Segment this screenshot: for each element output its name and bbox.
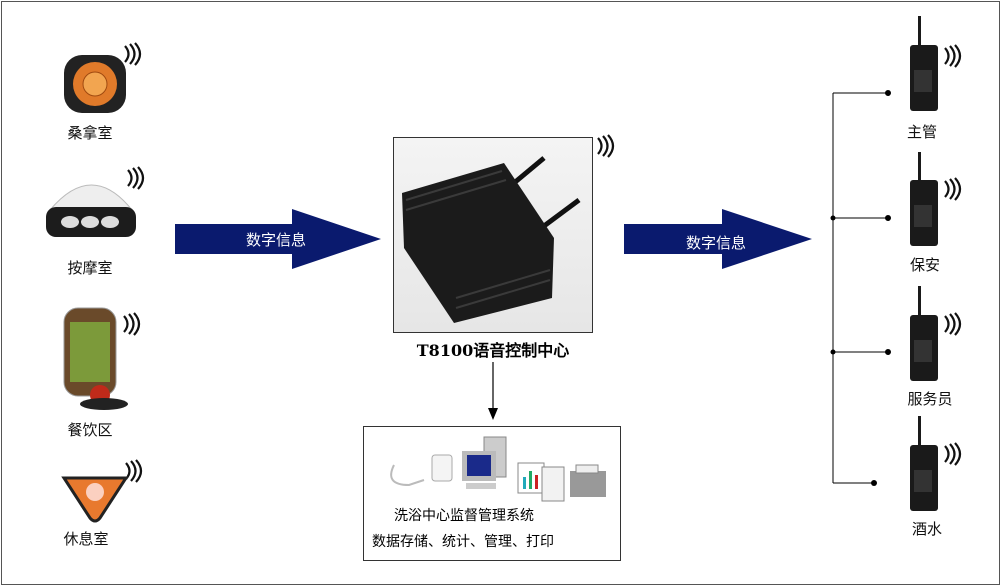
menu-stand-icon-dining (63, 307, 128, 410)
computer-system-icons (390, 436, 606, 502)
arrow-left (175, 209, 381, 269)
arrow-right-label: 数字信息 (686, 234, 747, 252)
management-system-box: 洗浴中心监督管理系统 数据存储、统计、管理、打印 (363, 426, 621, 561)
arrow-down (488, 408, 498, 420)
receiver-label: 保安 (909, 256, 941, 274)
system-name: 洗浴中心监督管理系统 (394, 508, 534, 524)
walkie-talkie-icons (910, 16, 938, 511)
branch-lines (833, 92, 888, 484)
hub-title: T8100语音控制中心 (416, 341, 570, 360)
receiver-label: 酒水 (911, 520, 943, 538)
pager-icon-sauna (64, 55, 126, 113)
controller-device-icon (402, 156, 581, 323)
room-label: 按摩室 (67, 259, 113, 277)
receiver-label: 服务员 (907, 390, 953, 408)
system-functions: 数据存储、统计、管理、打印 (372, 534, 554, 550)
arrow-left-label: 数字信息 (246, 231, 307, 249)
hub-device-image (393, 137, 593, 333)
pager-icon-rest (61, 476, 129, 523)
room-label: 餐饮区 (67, 421, 113, 439)
pager-icon-massage (46, 184, 136, 237)
room-label: 桑拿室 (67, 124, 113, 142)
room-label: 休息室 (63, 530, 109, 548)
arrow-right (624, 209, 812, 269)
receiver-label: 主管 (906, 123, 938, 141)
